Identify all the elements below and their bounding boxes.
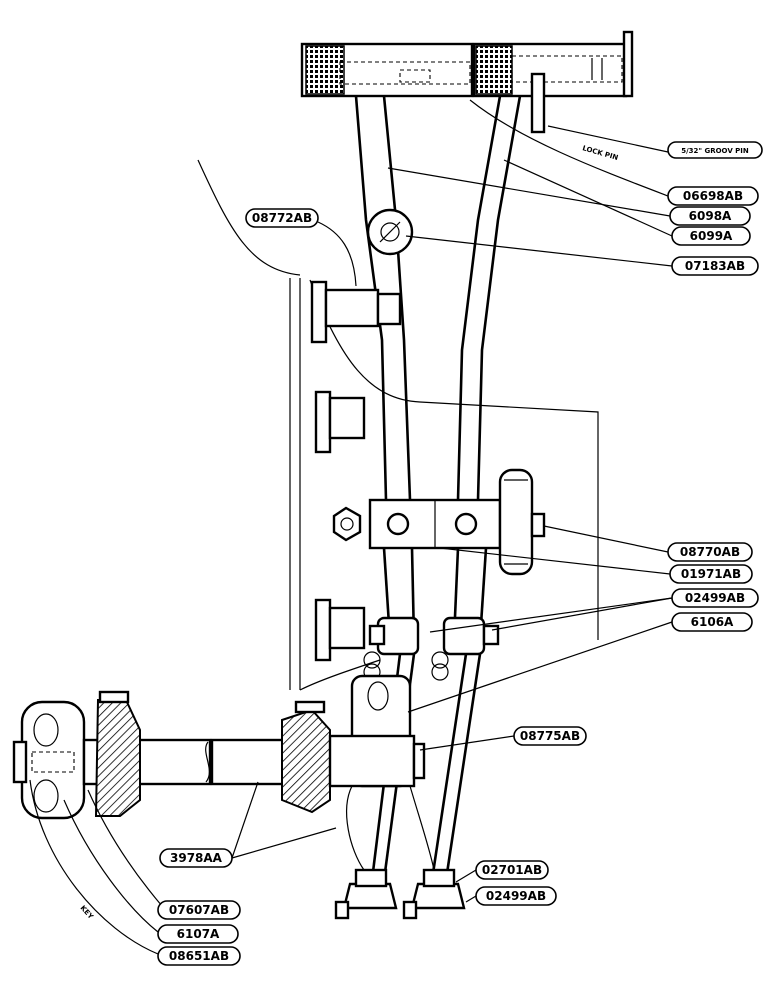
callout-02499ab-lower-label: 02499AB (486, 889, 546, 903)
callout-02701ab-label: 02701AB (482, 863, 542, 877)
callout-08770ab-label: 08770AB (680, 545, 740, 559)
note-key: KEY (79, 904, 96, 921)
callout-6099a-label: 6099A (690, 229, 733, 243)
callout-07183ab: 07183AB (671, 256, 759, 276)
callout-02499ab-upper: 02499AB (671, 588, 759, 608)
callout-08772ab-label: 08772AB (252, 211, 312, 225)
callout-08775ab-label: 08775AB (520, 729, 580, 743)
callout-3978aa: 3978AA (159, 848, 233, 868)
callout-08772ab: 08772AB (245, 208, 319, 228)
callout-6099a: 6099A (671, 226, 751, 246)
pedal-arms (354, 95, 522, 501)
callout-08651ab-label: 08651AB (169, 949, 229, 963)
callout-6106a: 6106A (671, 612, 753, 632)
main-rod (12, 690, 426, 820)
callout-08651ab: 08651AB (157, 946, 241, 966)
callout-01971ab-label: 01971AB (681, 567, 741, 581)
callout-07183ab-label: 07183AB (685, 259, 745, 273)
callout-06698ab: 06698AB (667, 186, 759, 206)
note-lock-pin: LOCK PIN (581, 144, 619, 162)
cross-shaft (368, 468, 546, 576)
leader-lines (29, 99, 673, 955)
callout-6098a: 6098A (669, 206, 751, 226)
callout-3978aa-label: 3978AA (170, 851, 223, 865)
lower-linkage (334, 547, 500, 920)
callout-6107a-label: 6107A (177, 927, 220, 941)
callout-01971ab: 01971AB (669, 564, 753, 584)
callout-02499ab-lower: 02499AB (475, 886, 557, 906)
callout-08775ab: 08775AB (513, 726, 587, 746)
callout-6107a: 6107A (157, 924, 239, 944)
callout-07607ab: 07607AB (157, 900, 241, 920)
callout-02499ab-upper-label: 02499AB (685, 591, 745, 605)
mounting-plate (197, 159, 599, 691)
callout-6106a-label: 6106A (691, 615, 734, 629)
callout-6098a-label: 6098A (689, 209, 732, 223)
callout-groove-pin: 5/32" GROOV PIN (667, 141, 763, 159)
callout-08770ab: 08770AB (667, 542, 753, 562)
callout-groove-pin-label: 5/32" GROOV PIN (681, 147, 749, 155)
callout-06698ab-label: 06698AB (683, 189, 743, 203)
callout-02701ab: 02701AB (475, 860, 549, 880)
callout-07607ab-label: 07607AB (169, 903, 229, 917)
brake-pedals (300, 30, 634, 134)
